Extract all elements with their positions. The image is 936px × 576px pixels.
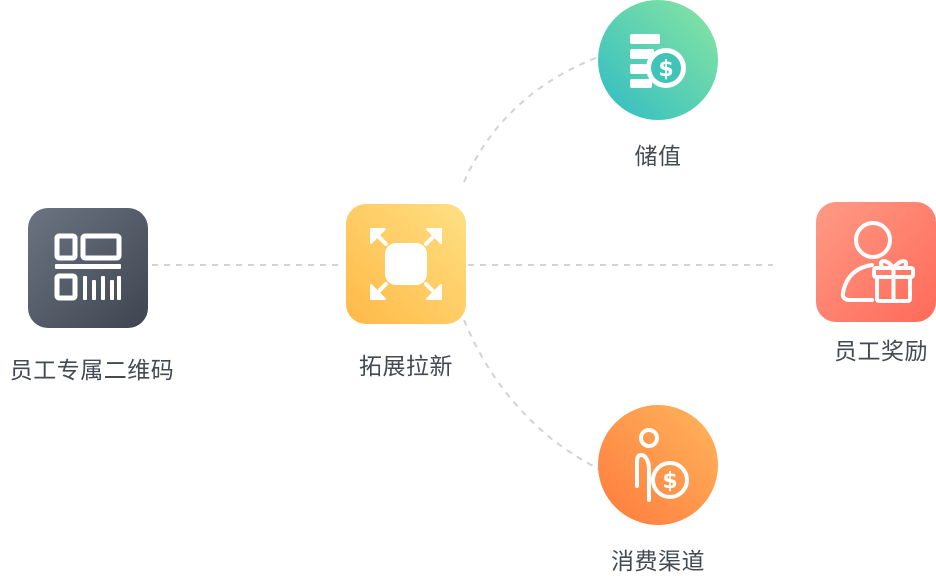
node-label-employee-reward: 员工奖励 [834,339,928,365]
person-gift-icon [816,202,936,322]
connector-center-to-spend [463,319,602,471]
person-coin-icon: $ [598,405,718,525]
expand-arrows-icon [346,204,466,324]
node-label-stored-value: 储值 [634,144,682,170]
node-label-expand-acquisition: 拓展拉新 [359,354,453,380]
svg-text:$: $ [662,469,677,494]
coin-stack-icon: $ [598,0,718,120]
connector-center-to-stored [463,55,602,183]
node-label-employee-qr: 员工专属二维码 [9,358,175,384]
qr-code-icon [28,208,148,328]
svg-text:$: $ [658,57,673,82]
node-label-consumption-channel: 消费渠道 [611,549,705,575]
